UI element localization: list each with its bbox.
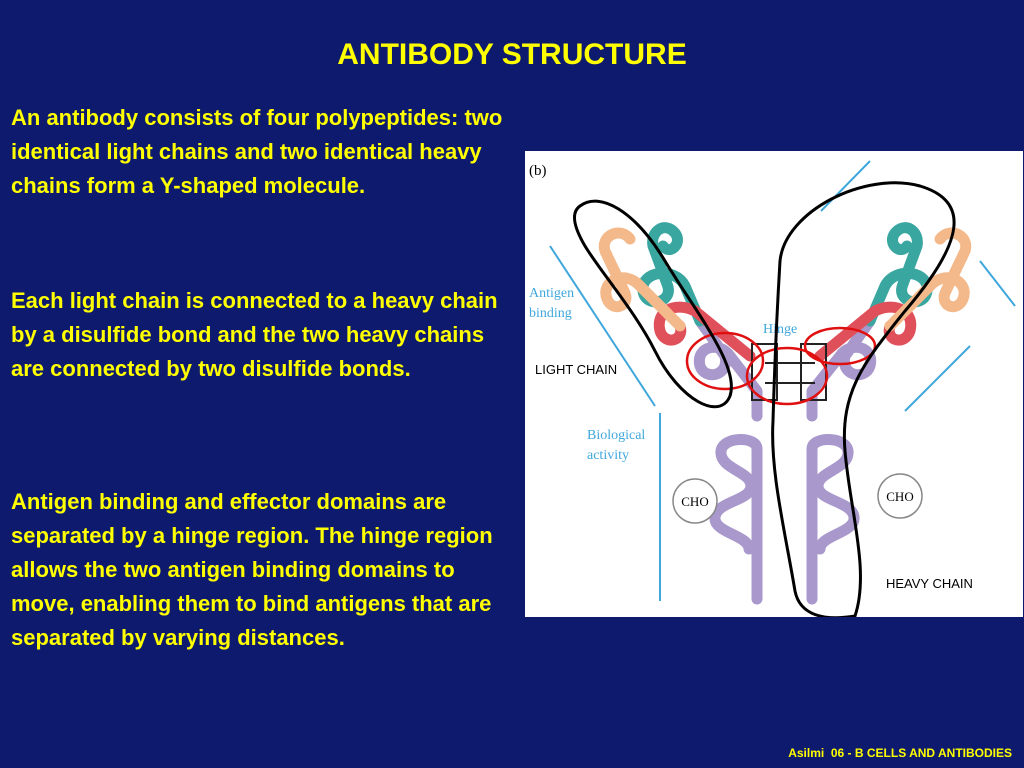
antigen-binding-label-1: Antigen [529, 286, 574, 301]
right-cho-label: CHO [886, 489, 913, 504]
light-chain-label: LIGHT CHAIN [535, 362, 617, 377]
right-hinge-circle [803, 326, 877, 366]
panel-label: (b) [529, 163, 547, 179]
right-heavy-chain [806, 434, 860, 605]
paragraph-structure: An antibody consists of four polypeptide… [11, 105, 503, 198]
heavy-chain-label: HEAVY CHAIN [886, 576, 973, 591]
antigen-binding-label-2: binding [529, 306, 572, 321]
right-light-variable [884, 227, 972, 332]
heavy-chain-outline [771, 181, 956, 617]
light-chain-outline [573, 199, 733, 409]
antibody-diagram: (b) Antigen binding Biological activity [529, 160, 1016, 617]
biological-activity-label-1: Biological [587, 428, 645, 443]
cl-arrow [904, 345, 971, 412]
left-hinge-circle [685, 331, 765, 391]
right-cho-group: CHO [877, 473, 923, 519]
right-light-constant [814, 301, 917, 362]
hinge-label: Hinge [763, 322, 797, 337]
antigen-binding-arrow [549, 245, 656, 407]
paragraph-hinge: Antigen binding and effector domains are… [11, 489, 493, 650]
left-cho-group: CHO [672, 478, 718, 524]
left-light-constant [653, 301, 756, 362]
left-heavy-chain [709, 434, 763, 605]
slide-footer: Asilmi 06 - B CELLS AND ANTIBODIES [788, 746, 1012, 760]
right-heavy-upper [806, 315, 877, 422]
slide-title: ANTIBODY STRUCTURE [337, 38, 687, 71]
left-light-variable [598, 227, 686, 332]
left-vh-domain [637, 222, 706, 327]
antibody-figure: (b) Antigen binding Biological activity [525, 151, 1023, 617]
center-hinge-circle [745, 346, 829, 406]
biological-activity-label-2: activity [587, 448, 629, 463]
paragraph-disulfide: Each light chain is connected to a heavy… [11, 288, 498, 381]
left-heavy-upper [693, 315, 763, 422]
vh-arrow [820, 160, 871, 212]
vl-arrow [979, 260, 1016, 307]
right-vh-domain [864, 222, 933, 327]
left-cho-label: CHO [681, 494, 708, 509]
